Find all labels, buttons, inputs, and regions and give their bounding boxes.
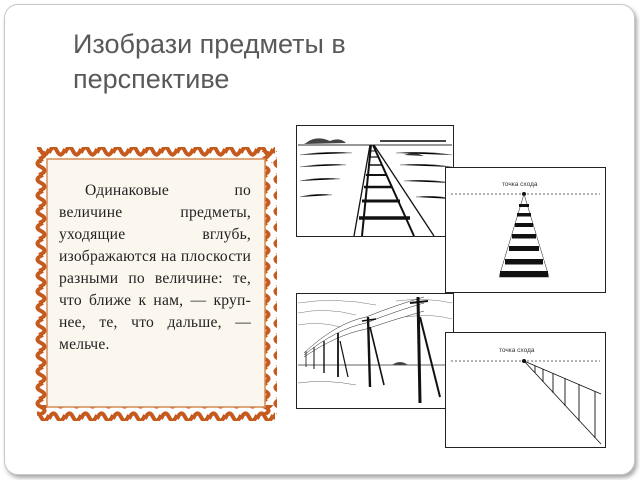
slide: Изобрази предметы в перспективе Одинаков… bbox=[4, 4, 635, 475]
slide-title: Изобрази предметы в перспективе bbox=[73, 29, 346, 94]
rails-vanishing-point-label: точка схода bbox=[502, 181, 538, 188]
poles-diagram bbox=[445, 332, 606, 448]
rails-diagram bbox=[445, 167, 606, 293]
railway-picture bbox=[296, 125, 454, 237]
frame-text: Одинаковые по величине предметы, уходящи… bbox=[59, 182, 251, 353]
decorative-frame bbox=[35, 147, 277, 421]
poles-vanishing-point-label: точка схода bbox=[499, 347, 535, 354]
poles-picture bbox=[296, 293, 454, 409]
